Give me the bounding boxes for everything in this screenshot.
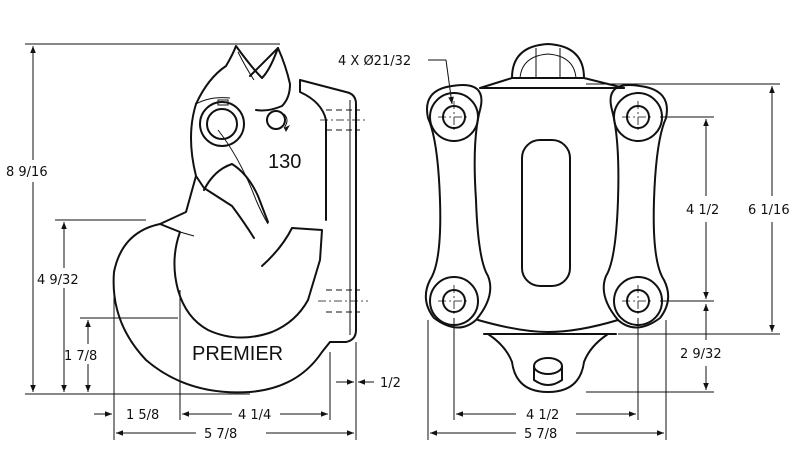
dim-bolt-holes: 4 X Ø21/32 — [338, 54, 411, 69]
pivot-pin — [199, 99, 245, 147]
dim-plate-thickness: 1/2 — [380, 376, 401, 391]
mounting-plate — [299, 79, 368, 343]
dim-bolt-spacing-vertical: 4 1/2 — [686, 203, 719, 218]
brand-text: PREMIER — [192, 343, 283, 365]
bolt-hole-leader — [428, 59, 454, 105]
dim-jaw-height: 4 9/32 — [37, 273, 79, 288]
dim-bottom-offset: 2 9/32 — [680, 347, 722, 362]
top-boss — [479, 43, 625, 89]
dim-bolt-spacing-horizontal: 4 1/2 — [526, 408, 559, 423]
dim-front-overall-width: 5 7/8 — [524, 427, 557, 442]
dim-hook-offset: 1 5/8 — [126, 408, 159, 423]
front-view: 4 X Ø21/32 4 1/2 6 1/16 2 9/32 4 1/2 5 7… — [338, 43, 790, 442]
bolt-hole-top-left — [429, 92, 479, 142]
dim-pintle-height: 1 7/8 — [64, 349, 97, 364]
bolt-hole-top-right — [613, 92, 663, 142]
model-number: 130 — [268, 151, 301, 173]
front-dimension-texts: 4 X Ø21/32 4 1/2 6 1/16 2 9/32 4 1/2 5 7… — [338, 54, 790, 442]
hook-body — [112, 79, 331, 394]
side-extension-lines — [25, 43, 357, 440]
bolt-hole-bottom-right — [613, 276, 663, 326]
side-dimension-lines — [30, 46, 374, 436]
center-slot — [521, 139, 571, 287]
dim-overall-height: 8 9/16 — [6, 165, 48, 180]
front-dimension-lines — [430, 86, 775, 436]
lock-pin — [266, 110, 290, 132]
latch-lever — [195, 45, 291, 112]
dim-overall-depth: 5 7/8 — [204, 427, 237, 442]
mounting-plate-front — [424, 84, 670, 335]
bolt-holes — [429, 92, 663, 326]
dim-body-depth: 4 1/4 — [238, 408, 271, 423]
front-extension-lines — [427, 83, 780, 440]
dim-front-overall-height: 6 1/16 — [748, 203, 790, 218]
bolt-hole-bottom-left — [429, 276, 479, 326]
side-dimension-texts: 8 9/16 4 9/32 1 7/8 1 5/8 4 1/4 5 7/8 1/… — [6, 165, 401, 442]
bottom-tab — [487, 333, 609, 393]
side-view: 130 PREMIER — [6, 43, 401, 442]
